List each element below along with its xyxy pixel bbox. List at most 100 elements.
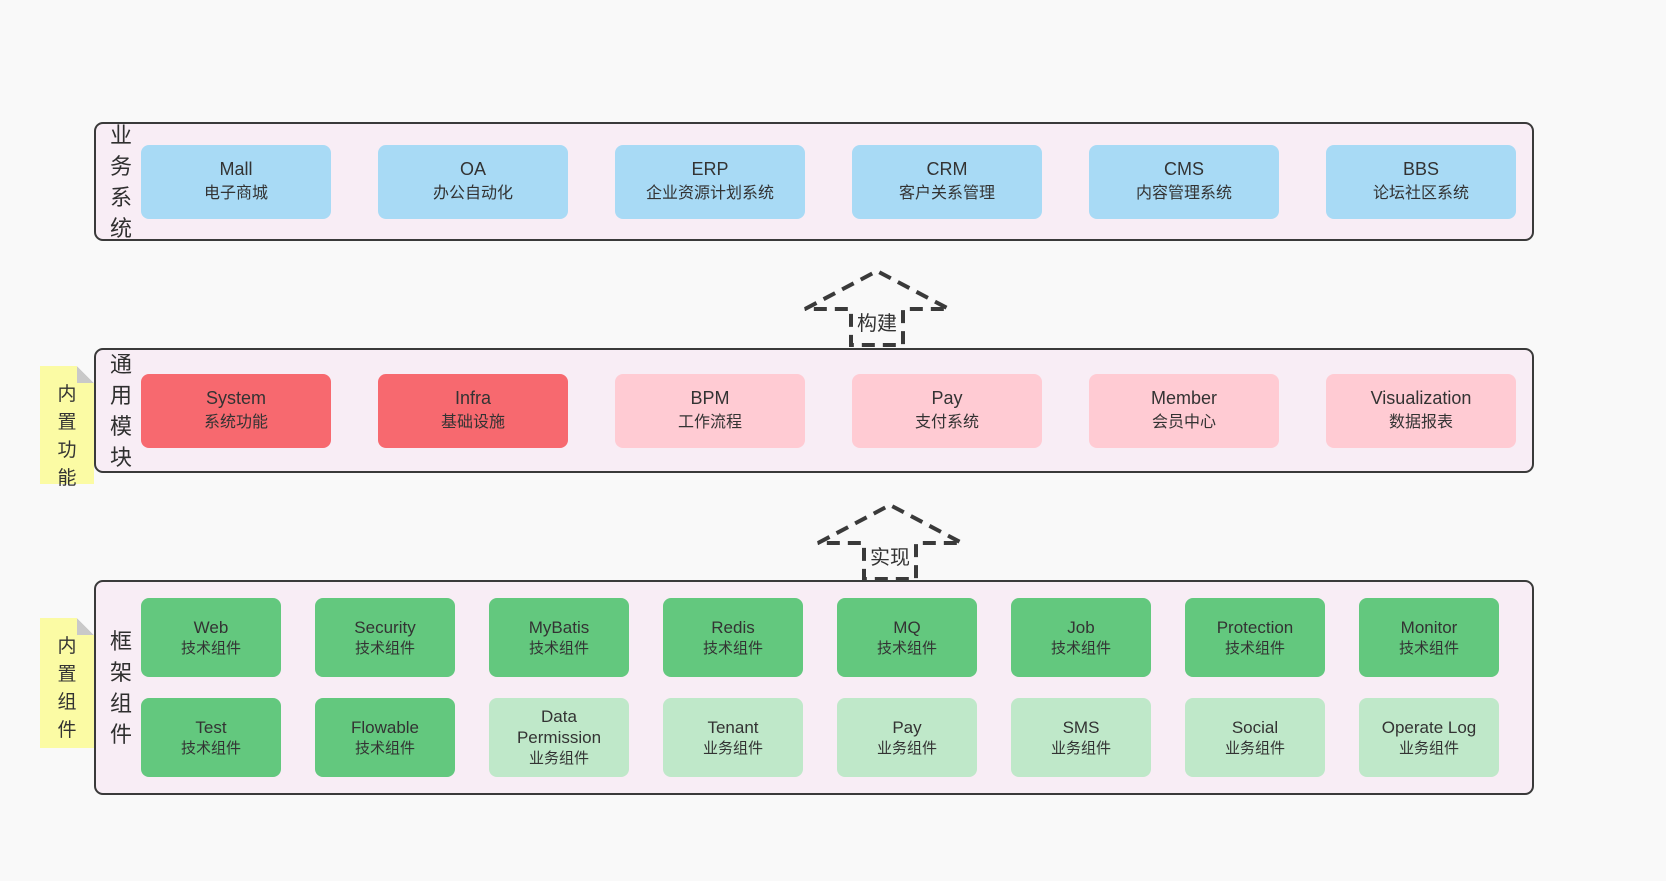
box-sms: SMS 业务组件 [1011,698,1151,777]
box-web: Web 技术组件 [141,598,281,677]
panel-common-modules-label: 通用模块 [109,351,132,470]
note-fold-corner-icon [77,366,94,383]
box-subtitle: 技术组件 [180,739,241,757]
box-redis: Redis 技术组件 [663,598,803,677]
build-arrow-label: 构建 [857,312,897,335]
box-subtitle: 业务组件 [528,750,589,767]
box-title: System [205,388,266,408]
box-subtitle: 支付系统 [914,414,979,431]
box-title: CMS [1164,159,1204,179]
box-subtitle: 技术组件 [528,639,589,657]
box-subtitle: 技术组件 [180,639,241,657]
box-subtitle: 数据报表 [1388,414,1453,431]
box-subtitle: 技术组件 [1224,639,1285,657]
note-built-in-components: 内置组件 [40,618,94,748]
box-subtitle: 电子商城 [203,185,268,202]
box-visualization: Visualization 数据报表 [1326,373,1516,448]
note-built-in-features-label: 内置功能 [57,384,77,489]
box-title: Test [195,717,227,737]
box-pay-system: Pay 支付系统 [852,373,1042,448]
box-title: CRM [926,159,968,179]
note-built-in-components-label: 内置组件 [57,636,77,741]
modules-boxes-row: System 系统功能 Infra 基础设施 BPM 工作流程 Pay 支付系统… [134,373,1532,448]
business-boxes-row: Mall 电子商城 OA 办公自动化 ERP 企业资源计划系统 CRM 客户关系… [134,144,1532,219]
box-mall: Mall 电子商城 [141,144,331,219]
box-cms: CMS 内容管理系统 [1089,144,1279,219]
box-title: Security [354,617,416,637]
box-test: Test 技术组件 [141,698,281,777]
panel-business-systems: 业务系统 Mall 电子商城 OA 办公自动化 ERP 企业资源计划系统 CRM… [94,122,1534,241]
up-arrow-icon [817,502,963,581]
box-subtitle: 系统功能 [203,414,268,431]
box-title: SMS [1062,717,1100,737]
box-title: Monitor [1400,617,1458,637]
box-tenant: Tenant 业务组件 [663,698,803,777]
box-title: MyBatis [528,617,590,637]
box-title: OA [459,159,486,179]
box-subtitle: 办公自动化 [432,185,513,202]
box-title: Protection [1216,617,1294,637]
box-title: Pay [892,717,922,737]
box-infra: Infra 基础设施 [378,373,568,448]
panel-business-systems-label: 业务系统 [109,122,132,241]
box-title: Infra [454,388,492,408]
box-title: Visualization [1370,388,1472,408]
box-title: Member [1150,388,1217,408]
box-subtitle: 技术组件 [354,739,415,757]
box-operate-log: Operate Log 业务组件 [1359,698,1499,777]
framework-boxes-rows: Web 技术组件 Security 技术组件 MyBatis 技术组件 Redi… [134,598,1532,777]
box-bpm: BPM 工作流程 [615,373,805,448]
box-subtitle: 技术组件 [1398,639,1459,657]
box-title: Operate Log [1381,717,1477,737]
box-subtitle: 技术组件 [1050,639,1111,657]
box-title: ERP [691,159,729,179]
box-subtitle: 技术组件 [354,639,415,657]
box-subtitle: 技术组件 [876,639,937,657]
framework-row-2: Test 技术组件 Flowable 技术组件 Data Permission … [141,698,1532,777]
box-subtitle: 论坛社区系统 [1372,185,1469,202]
box-subtitle: 技术组件 [702,639,763,657]
box-member: Member 会员中心 [1089,373,1279,448]
box-title: Mall [219,159,253,179]
box-social: Social 业务组件 [1185,698,1325,777]
implement-arrow-label: 实现 [870,546,910,569]
up-arrow-icon [804,268,950,347]
box-title: Job [1067,617,1095,637]
box-subtitle: 客户关系管理 [898,185,995,202]
box-system: System 系统功能 [141,373,331,448]
box-subtitle: 业务组件 [1050,739,1111,757]
box-subtitle: 会员中心 [1151,414,1216,431]
box-flowable: Flowable 技术组件 [315,698,455,777]
box-crm: CRM 客户关系管理 [852,144,1042,219]
box-monitor: Monitor 技术组件 [1359,598,1499,677]
box-title: Pay [931,388,963,408]
box-title: Web [193,617,229,637]
box-title: BBS [1402,159,1440,179]
note-fold-corner-icon [77,618,94,635]
box-data-permission: Data Permission 业务组件 [489,698,629,777]
box-mq: MQ 技术组件 [837,598,977,677]
box-security: Security 技术组件 [315,598,455,677]
panel-framework-components-label: 框架组件 [109,628,132,747]
box-subtitle: 业务组件 [1398,739,1459,757]
box-title: MQ [893,617,921,637]
panel-framework-components: 框架组件 Web 技术组件 Security 技术组件 MyBatis 技术组件… [94,580,1534,795]
box-title: Redis [711,617,755,637]
box-job: Job 技术组件 [1011,598,1151,677]
box-bbs: BBS 论坛社区系统 [1326,144,1516,219]
box-protection: Protection 技术组件 [1185,598,1325,677]
box-subtitle: 工作流程 [677,414,742,431]
box-subtitle: 内容管理系统 [1135,185,1232,202]
box-subtitle: 基础设施 [440,414,505,431]
build-arrow: 构建 [804,268,950,347]
box-mybatis: MyBatis 技术组件 [489,598,629,677]
box-title: Tenant [707,717,759,737]
box-subtitle: 业务组件 [702,739,763,757]
box-pay-component: Pay 业务组件 [837,698,977,777]
box-title: Data Permission [516,707,602,747]
box-subtitle: 业务组件 [1224,739,1285,757]
box-title: Social [1231,717,1279,737]
box-oa: OA 办公自动化 [378,144,568,219]
box-subtitle: 业务组件 [876,739,937,757]
